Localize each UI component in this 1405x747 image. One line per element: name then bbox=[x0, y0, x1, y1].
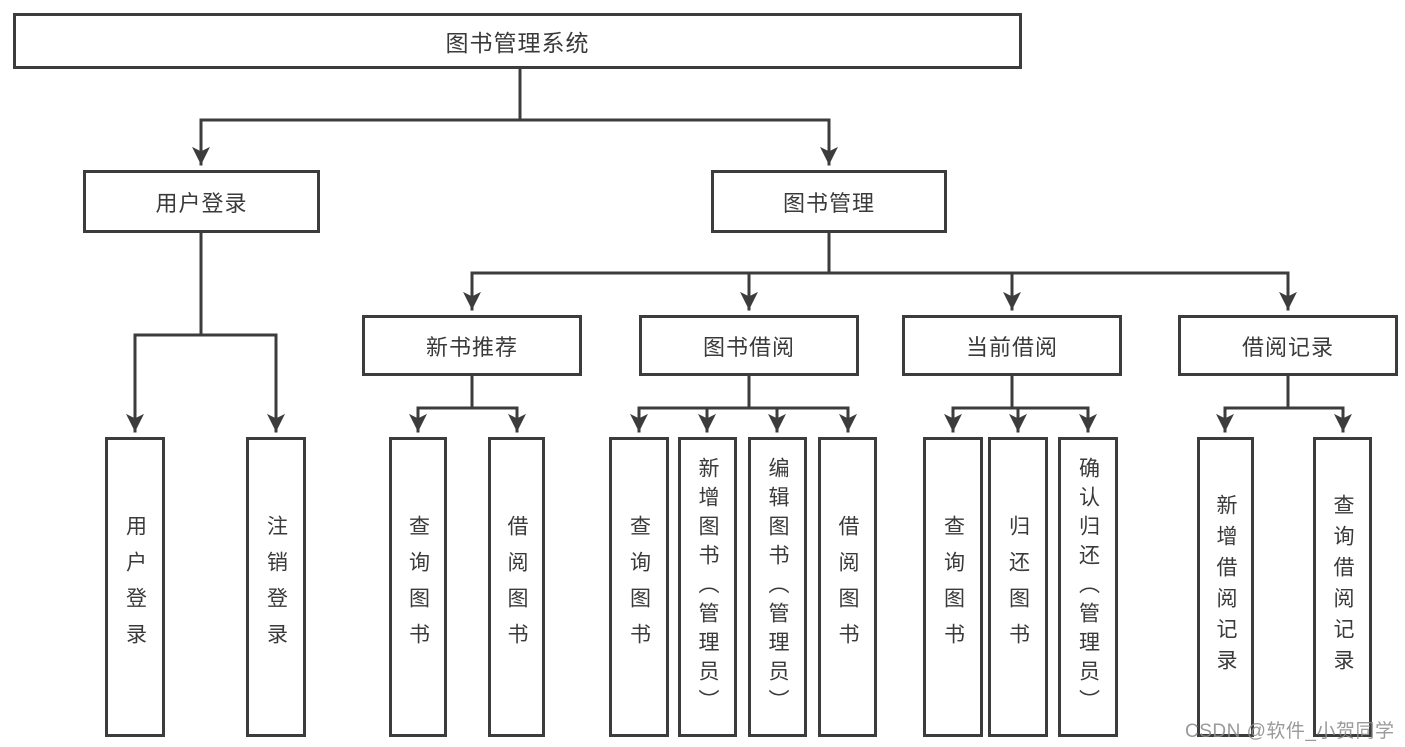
leaf-query-borrow-record: 查询借阅记录 bbox=[1313, 437, 1372, 737]
node-book-borrow-label: 图书借阅 bbox=[702, 334, 795, 360]
leaf-confirm-return-admin-label: 确认归还（管理员） bbox=[1076, 456, 1100, 718]
node-root-label: 图书管理系统 bbox=[445, 30, 590, 56]
leaf-query-borrow-record-label: 查询借阅记录 bbox=[1331, 494, 1354, 680]
leaf-borrow-query-books: 查询图书 bbox=[609, 437, 669, 737]
leaf-recommend-query-books: 查询图书 bbox=[389, 437, 447, 737]
leaf-logout-label: 注销登录 bbox=[264, 515, 288, 659]
csdn-watermark: CSDN @软件_小贺同学 bbox=[1185, 721, 1395, 742]
leaf-borrow-books-label: 借阅图书 bbox=[836, 515, 859, 659]
leaf-recommend-borrow-books: 借阅图书 bbox=[488, 437, 545, 737]
node-book-management-label: 图书管理 bbox=[782, 190, 875, 216]
leaf-edit-books-admin-label: 编辑图书（管理员） bbox=[766, 456, 789, 718]
leaf-edit-books-admin: 编辑图书（管理员） bbox=[748, 437, 807, 737]
node-user-login: 用户登录 bbox=[83, 170, 320, 233]
leaf-current-query-books: 查询图书 bbox=[923, 437, 983, 737]
leaf-recommend-query-books-label: 查询图书 bbox=[406, 515, 430, 659]
leaf-return-books-label: 归还图书 bbox=[1006, 515, 1030, 659]
leaf-add-books-admin: 新增图书（管理员） bbox=[678, 437, 737, 737]
node-borrow-record: 借阅记录 bbox=[1178, 315, 1398, 376]
node-new-book-recommend-label: 新书推荐 bbox=[425, 334, 518, 360]
node-borrow-record-label: 借阅记录 bbox=[1241, 334, 1334, 360]
leaf-borrow-query-books-label: 查询图书 bbox=[627, 515, 651, 659]
node-book-management: 图书管理 bbox=[711, 170, 947, 233]
leaf-add-borrow-record-label: 新增借阅记录 bbox=[1214, 494, 1237, 680]
node-user-login-label: 用户登录 bbox=[155, 190, 248, 216]
node-new-book-recommend: 新书推荐 bbox=[362, 315, 582, 376]
node-current-borrow: 当前借阅 bbox=[902, 315, 1122, 376]
leaf-logout: 注销登录 bbox=[246, 437, 306, 737]
leaf-confirm-return-admin: 确认归还（管理员） bbox=[1058, 437, 1118, 737]
leaf-add-borrow-record: 新增借阅记录 bbox=[1197, 437, 1254, 737]
node-current-borrow-label: 当前借阅 bbox=[965, 334, 1058, 360]
leaf-user-login: 用户登录 bbox=[105, 437, 165, 737]
leaf-borrow-books: 借阅图书 bbox=[818, 437, 877, 737]
leaf-add-books-admin-label: 新增图书（管理员） bbox=[696, 456, 719, 718]
leaf-user-login-label: 用户登录 bbox=[123, 515, 147, 659]
node-book-borrow: 图书借阅 bbox=[639, 315, 859, 376]
node-root: 图书管理系统 bbox=[13, 13, 1022, 69]
leaf-current-query-books-label: 查询图书 bbox=[941, 515, 965, 659]
leaf-recommend-borrow-books-label: 借阅图书 bbox=[505, 515, 528, 659]
leaf-return-books: 归还图书 bbox=[988, 437, 1048, 737]
